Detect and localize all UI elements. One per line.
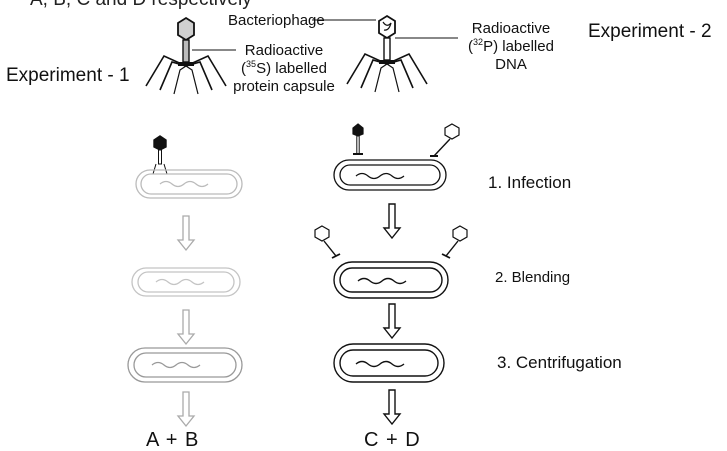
exp2-infection-phage-right [430, 124, 459, 156]
exp2-isotope-mass: 32 [473, 37, 483, 47]
exp1-radioactive-line1: Radioactive [228, 42, 340, 59]
step-blending-label: 2. Blending [495, 270, 570, 285]
exp1-phage-icon [146, 18, 226, 94]
header-fragment: A, B, C and D respectively [30, 0, 252, 9]
exp2-centrifugation-bacterium [334, 344, 444, 382]
exp2-blending-phage-left [315, 226, 340, 258]
exp1-infection-phage [153, 136, 167, 174]
exp2-radioactive-line1: Radioactive [456, 20, 566, 37]
exp2-arrow-2 [384, 304, 400, 338]
exp1-arrow-3 [178, 392, 194, 426]
exp2-radioactive-line3: DNA [456, 56, 566, 73]
exp1-blending-bacterium [132, 268, 240, 296]
experiment-2-label: Experiment - 2 [588, 22, 712, 41]
exp2-radioactive-line2: (32P) labelled [456, 37, 566, 55]
result-exp1: A + B [146, 430, 199, 450]
exp1-radioactive-line2: (35S) labelled [228, 59, 340, 77]
exp2-arrow-1 [384, 204, 400, 238]
exp1-arrow-1 [178, 216, 194, 250]
exp2-phage-icon [347, 16, 427, 92]
exp2-infection-bacterium [334, 160, 446, 190]
exp1-radioactive-label: Radioactive (35S) labelled protein capsu… [228, 42, 340, 95]
exp2-arrow-3 [384, 390, 400, 424]
exp1-isotope-rest: S) labelled [256, 60, 327, 77]
exp1-arrow-2 [178, 310, 194, 344]
step-infection-label: 1. Infection [488, 174, 571, 191]
exp1-isotope-mass: 35 [246, 59, 256, 69]
exp1-infection-bacterium [136, 170, 242, 198]
exp1-radioactive-line3: protein capsule [228, 78, 340, 95]
exp2-isotope-rest: P) labelled [483, 38, 554, 55]
exp2-radioactive-label: Radioactive (32P) labelled DNA [456, 20, 566, 73]
exp2-infection-phage-left [353, 124, 363, 154]
exp2-blending-phage-right [442, 226, 467, 258]
step-centrifugation-label: 3. Centrifugation [497, 354, 622, 371]
exp1-centrifugation-bacterium [128, 348, 242, 382]
exp2-blending-bacterium [334, 262, 448, 298]
bacteriophage-label: Bacteriophage [228, 12, 325, 29]
experiment-1-label: Experiment - 1 [6, 66, 130, 85]
result-exp2: C + D [364, 430, 421, 450]
